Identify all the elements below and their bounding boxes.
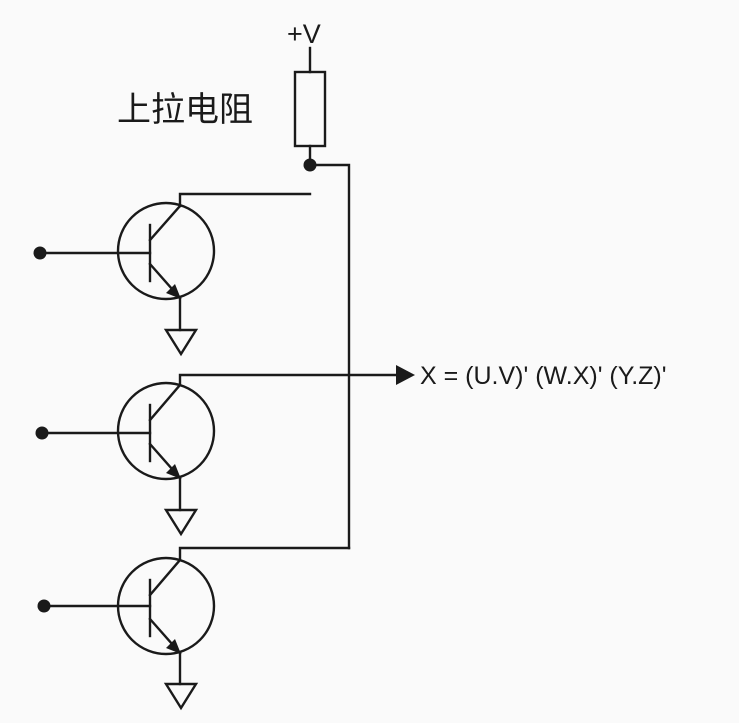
transistor-3-envelope xyxy=(116,556,216,656)
transistor-3-collector-lead xyxy=(148,558,182,597)
transistor-2-emitter-arrow-icon xyxy=(166,464,181,479)
ground-3-icon xyxy=(163,682,199,711)
npn-transistor-1 xyxy=(33,201,216,357)
transistor-2-collector-lead xyxy=(148,383,182,422)
transistor-2-envelope xyxy=(116,381,216,481)
npn-transistor-2 xyxy=(35,381,216,537)
transistor-3-emitter-arrow-icon xyxy=(166,639,181,654)
transistor-1-collector-lead xyxy=(148,204,182,242)
ground-1-icon xyxy=(163,328,199,357)
transistor-3-collector-wire xyxy=(178,546,351,562)
npn-transistor-3 xyxy=(37,556,216,711)
output-bus-wire xyxy=(308,163,351,550)
supply-voltage-label: +V xyxy=(287,19,321,49)
output-expression-label: X = (U.V)' (W.X)' (Y.Z)' xyxy=(420,362,667,390)
output-arrow-icon xyxy=(396,365,415,385)
pull-up-resistor xyxy=(293,70,327,148)
transistor-1-emitter-arrow-icon xyxy=(166,284,181,299)
pull-up-resistor-label: 上拉电阻 xyxy=(117,90,253,130)
transistor-1-collector-wire xyxy=(178,192,312,208)
transistor-1-envelope xyxy=(116,201,216,301)
ground-2-icon xyxy=(163,508,199,537)
output-wire xyxy=(178,373,404,387)
